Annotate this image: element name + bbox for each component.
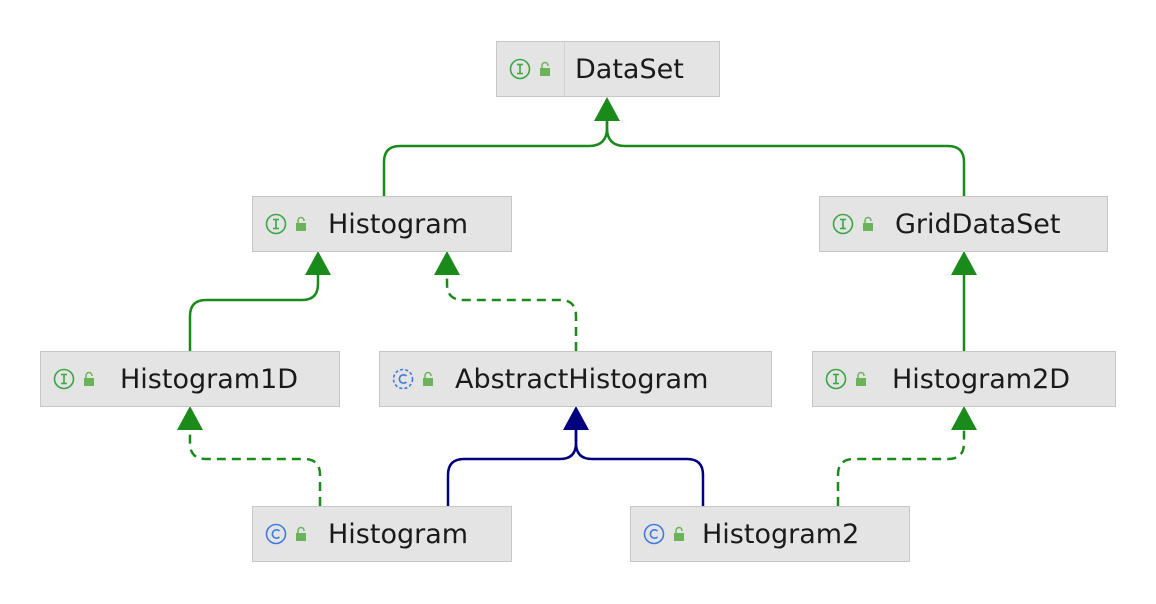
node-dataset[interactable]: DataSet [496,41,720,97]
node-label: Histogram1D [120,363,299,395]
node-histogram2d[interactable]: Histogram2D [812,351,1116,407]
arrowhead-histogram1d [177,406,203,430]
edge-histogram1d-to-histogram [188,273,320,351]
node-griddataset[interactable]: GridDataSet [819,196,1108,252]
interface-icon [832,213,854,235]
node-label: Histogram2D [892,363,1071,395]
edge-histogram2-to-abstracthistogram [574,428,705,506]
abstract-class-icon [392,368,414,390]
unlocked-icon [296,216,306,231]
node-histogram-interface[interactable]: Histogram [252,196,512,252]
node-histogram2-class[interactable]: Histogram2 [630,506,910,562]
edge-griddataset-to-dataset [605,120,966,196]
arrowhead-histogram-right [434,251,460,275]
unlocked-icon [423,371,433,386]
node-label: Histogram2 [702,518,860,550]
arrowhead-griddataset [951,251,977,275]
arrowhead-histogram2d [951,406,977,430]
class-icon [265,523,287,545]
arrowhead-histogram-left [305,251,331,275]
unlocked-icon [84,371,94,386]
node-label: GridDataSet [895,208,1061,240]
node-label: Histogram [328,518,469,550]
edge-histogramclass-to-abstracthistogram [446,428,578,506]
unlocked-icon [296,526,306,541]
unlocked-icon [863,216,873,231]
edge-abstracthistogram-to-histogram [445,273,578,351]
unlocked-icon [540,61,550,76]
arrowhead-abstracthistogram [563,406,589,430]
interface-icon [825,368,847,390]
edge-histogram2-to-histogram2d [836,428,966,506]
interface-icon [265,213,287,235]
arrowhead-dataset [594,97,620,121]
node-label: Histogram [328,208,469,240]
class-icon [643,523,665,545]
node-histogram-class[interactable]: Histogram [252,506,512,562]
node-label: AbstractHistogram [455,363,709,395]
node-label: DataSet [575,53,684,85]
edge-histogram-to-dataset [382,120,609,196]
node-abstracthistogram[interactable]: AbstractHistogram [379,351,772,407]
unlocked-icon [856,371,866,386]
unlocked-icon [674,526,684,541]
interface-icon [509,58,531,80]
node-histogram1d[interactable]: Histogram1D [40,351,340,407]
edge-histogramclass-to-histogram1d [188,428,322,506]
interface-icon [53,368,75,390]
